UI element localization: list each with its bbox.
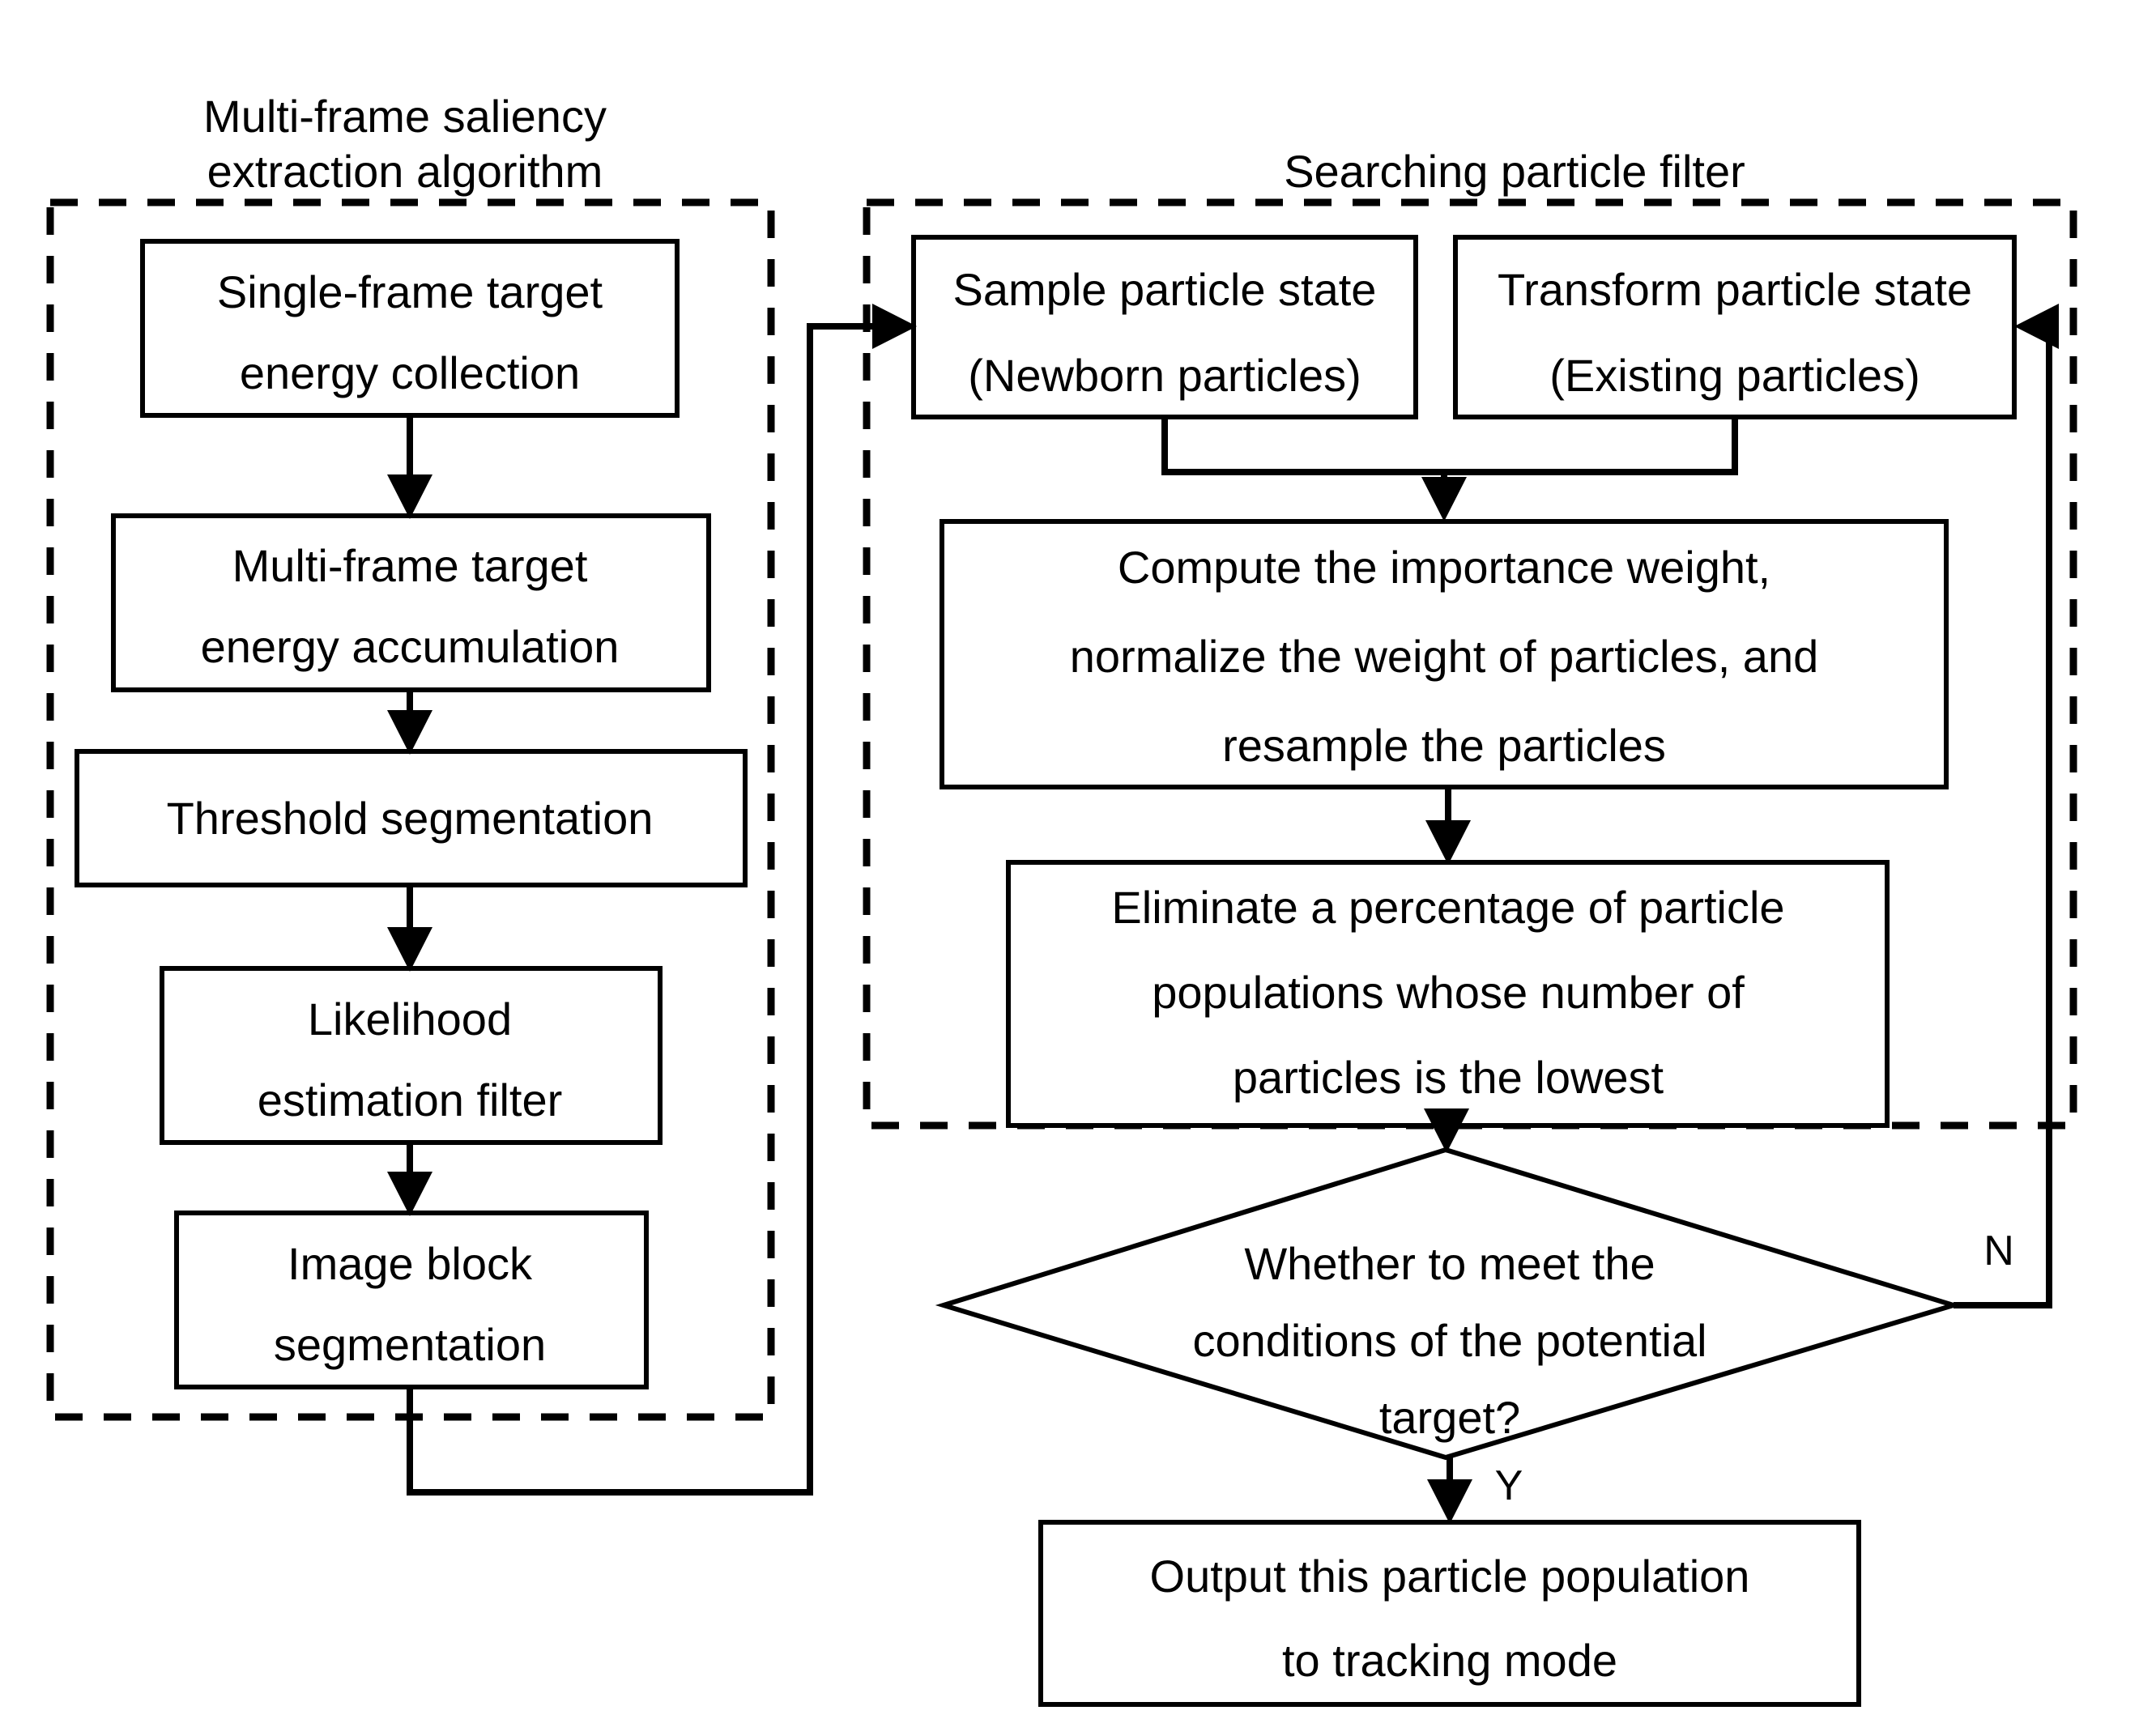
- node-single-frame-line2: energy collection: [240, 347, 580, 398]
- node-decision-potential-target[interactable]: [935, 1147, 1962, 1461]
- node-compute-importance-weight[interactable]: [940, 519, 1949, 789]
- node-eliminate-line2: populations whose number of: [1152, 967, 1745, 1018]
- edge-decision-no-feedback: [1954, 323, 2052, 1308]
- node-sample-particle-line2: (Newborn particles): [968, 350, 1361, 401]
- arrowhead-decision-to-output: [1427, 1479, 1472, 1524]
- node-image-block-segmentation[interactable]: [174, 1211, 649, 1389]
- node-sample-particle-state[interactable]: [911, 235, 1418, 419]
- arrowhead-merge-to-compute: [1421, 477, 1467, 521]
- node-single-frame-target-energy-collection[interactable]: [140, 239, 680, 418]
- node-eliminate-line3: particles is the lowest: [1233, 1052, 1664, 1103]
- edge-label-yes: Y: [1495, 1462, 1523, 1509]
- arrowhead-eliminate-to-decision: [1424, 1108, 1469, 1153]
- node-threshold-line1: Threshold segmentation: [167, 793, 654, 844]
- node-decision-line1: Whether to meet the: [1244, 1238, 1655, 1289]
- node-multi-frame-line1: Multi-frame target: [232, 540, 588, 591]
- node-image-block-line1: Image block: [288, 1238, 533, 1289]
- node-image-block-line2: segmentation: [274, 1319, 546, 1370]
- edge-sample-to-merge: [1161, 417, 1444, 475]
- node-output-line1: Output this particle population: [1150, 1551, 1750, 1602]
- group-label-right-line1: Searching particle filter: [1284, 146, 1745, 197]
- edge-transform-to-merge: [1444, 417, 1738, 475]
- edge-label-no: N: [1983, 1228, 2014, 1274]
- node-sample-particle-line1: Sample particle state: [953, 264, 1377, 315]
- arrowhead-no-to-transform: [2014, 304, 2059, 349]
- node-transform-particle-state[interactable]: [1453, 235, 2017, 419]
- node-transform-particle-line1: Transform particle state: [1498, 264, 1972, 315]
- node-output-line2: to tracking mode: [1282, 1635, 1617, 1686]
- edge-imageblock-to-sample: [407, 323, 895, 1496]
- node-single-frame-line1: Single-frame target: [217, 266, 603, 317]
- node-decision-line3: target?: [1379, 1392, 1520, 1443]
- node-transform-particle-line2: (Existing particles): [1549, 350, 1920, 401]
- node-eliminate-particle-populations[interactable]: [1006, 860, 1890, 1128]
- node-output-particle-population[interactable]: [1038, 1520, 1861, 1707]
- group-label-left-line1: Multi-frame saliency: [203, 91, 607, 142]
- group-label-left-line2: extraction algorithm: [207, 146, 603, 197]
- node-compute-weight-line1: Compute the importance weight,: [1118, 542, 1770, 593]
- node-threshold-segmentation[interactable]: [75, 749, 748, 887]
- node-likelihood-line2: estimation filter: [258, 1074, 563, 1125]
- arrowhead-single-to-multi: [387, 474, 432, 519]
- node-likelihood-estimation-filter[interactable]: [160, 966, 663, 1145]
- node-eliminate-line1: Eliminate a percentage of particle: [1111, 882, 1784, 933]
- arrowhead-likelihood-to-imageblock: [387, 1172, 432, 1216]
- arrowhead-multi-to-threshold: [387, 710, 432, 755]
- node-likelihood-line1: Likelihood: [308, 994, 512, 1045]
- node-multi-frame-line2: energy accumulation: [201, 621, 620, 672]
- node-compute-weight-line3: resample the particles: [1222, 720, 1666, 771]
- arrowhead-threshold-to-likelihood: [387, 927, 432, 972]
- node-decision-line2: conditions of the potential: [1192, 1315, 1706, 1366]
- arrowhead-compute-to-eliminate: [1425, 820, 1471, 865]
- node-compute-weight-line2: normalize the weight of particles, and: [1070, 631, 1819, 682]
- arrowhead-imageblock-to-sample: [872, 304, 917, 349]
